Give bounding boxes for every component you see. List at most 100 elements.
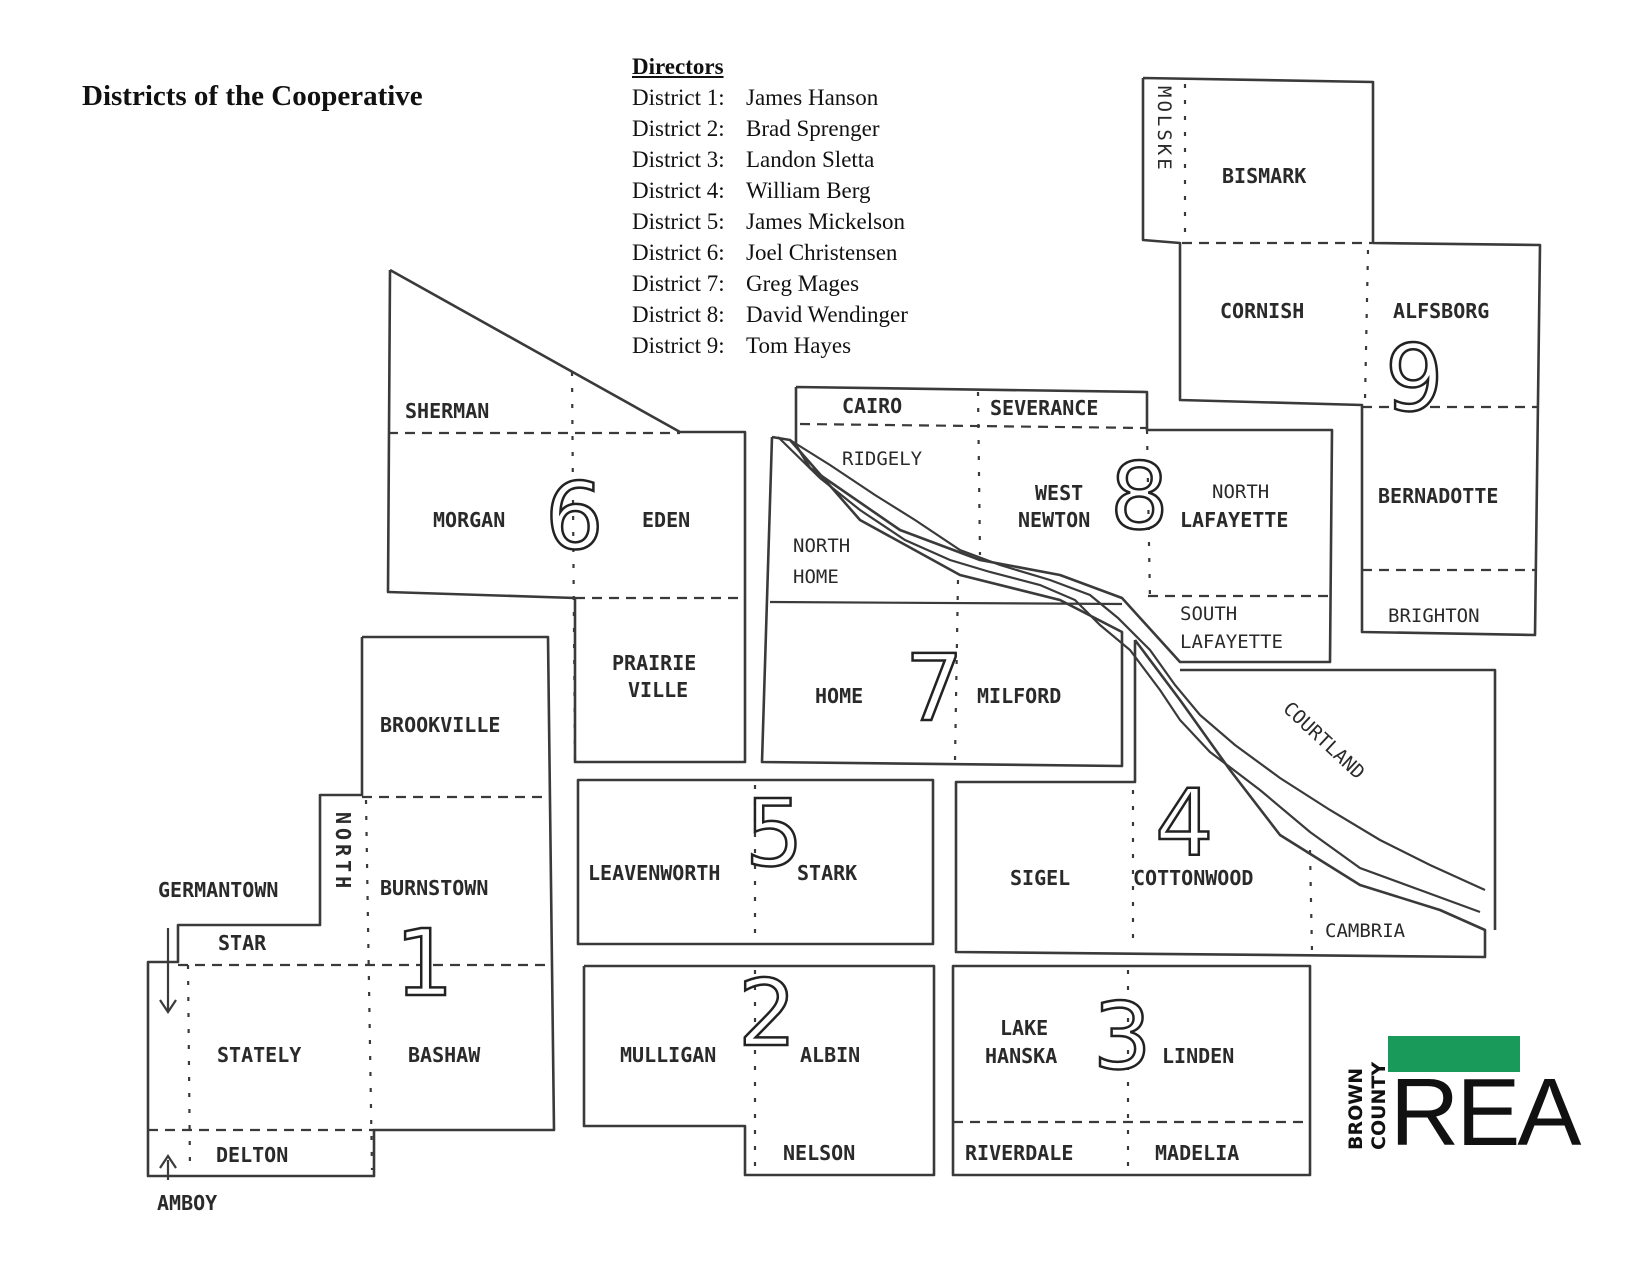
township-morgan: MORGAN bbox=[433, 508, 505, 532]
district-7-boundary bbox=[760, 435, 1124, 768]
township-south-lafayette: SOUTH bbox=[1180, 603, 1237, 625]
director-district: District 9: bbox=[632, 333, 725, 358]
river-north-bank bbox=[777, 436, 1481, 914]
district-2-region bbox=[582, 964, 936, 1177]
township-eden: EDEN bbox=[642, 508, 690, 532]
township-prairieville: PRAIRIE bbox=[612, 651, 696, 675]
district-2-boundary bbox=[582, 964, 936, 1177]
township-brookville: BROOKVILLE bbox=[380, 713, 500, 737]
township-leavenworth: LEAVENWORTH bbox=[588, 861, 720, 885]
director-name: Landon Sletta bbox=[746, 147, 875, 172]
township-amboy: AMBOY bbox=[157, 1191, 217, 1215]
township-linden: LINDEN bbox=[1162, 1044, 1234, 1068]
district-4-boundary bbox=[954, 639, 1487, 959]
director-row: District 4:William Berg bbox=[632, 175, 908, 206]
amboy-arrow bbox=[159, 1154, 177, 1169]
director-row: District 2: Brad Sprenger bbox=[632, 113, 908, 144]
township-line bbox=[1363, 249, 1370, 401]
director-name: Joel Christensen bbox=[746, 240, 898, 265]
director-district: District 4: bbox=[632, 178, 725, 203]
township-stark: STARK bbox=[797, 861, 857, 885]
township-north-home: NORTH bbox=[793, 535, 850, 557]
township-home: HOME bbox=[815, 684, 863, 708]
township-ridgely: RIDGELY bbox=[842, 448, 923, 470]
township-cairo: CAIRO bbox=[842, 394, 902, 418]
director-name: David Wendinger bbox=[746, 302, 908, 327]
township-north: NORTH bbox=[331, 812, 355, 892]
township-line bbox=[570, 371, 577, 761]
township-cambria: CAMBRIA bbox=[1325, 920, 1406, 942]
township-bashaw: BASHAW bbox=[408, 1043, 481, 1067]
district-3-number: 3 bbox=[1093, 983, 1152, 1090]
district-7-region bbox=[760, 435, 1124, 768]
township-stately: STATELY bbox=[217, 1043, 301, 1067]
township-milford: MILFORD bbox=[977, 684, 1061, 708]
township-delton: DELTON bbox=[216, 1143, 288, 1167]
director-district: District 1: bbox=[632, 85, 725, 110]
township-line bbox=[186, 964, 192, 1171]
director-district: District 5: bbox=[632, 209, 725, 234]
township-line bbox=[364, 799, 374, 1171]
logo-rea-text: REA bbox=[1390, 1059, 1581, 1166]
director-row: District 1: James Hanson bbox=[632, 82, 908, 113]
director-row: District 6: Joel Christensen bbox=[632, 237, 908, 268]
township-west-newton: WEST bbox=[1035, 481, 1083, 505]
director-district: District 3: bbox=[632, 147, 725, 172]
courtland-boundary bbox=[1180, 668, 1497, 930]
director-name: James Hanson bbox=[746, 85, 879, 110]
township-line bbox=[769, 600, 1123, 606]
brown-county-rea-logo: BROWN COUNTY REA bbox=[1345, 1036, 1584, 1166]
township-north-lafayette: NORTH bbox=[1212, 481, 1269, 503]
director-district: District 6: bbox=[632, 240, 725, 265]
director-row: District 3: Landon Sletta bbox=[632, 144, 908, 175]
township-mulligan: MULLIGAN bbox=[620, 1043, 716, 1067]
township-bismark: BISMARK bbox=[1222, 164, 1306, 188]
township-prairieville: VILLE bbox=[628, 678, 688, 702]
township-madelia: MADELIA bbox=[1155, 1141, 1239, 1165]
directors-list: Directors District 1:James Hanson Distri… bbox=[632, 52, 908, 361]
district-4-region bbox=[954, 639, 1497, 959]
logo-county-text: COUNTY bbox=[1368, 1062, 1390, 1150]
township-brighton: BRIGHTON bbox=[1388, 605, 1480, 627]
district-8-number: 8 bbox=[1110, 443, 1169, 550]
district-6-region bbox=[386, 268, 747, 764]
district-2-number: 2 bbox=[738, 960, 797, 1067]
township-alfsborg: ALFSBORG bbox=[1393, 299, 1489, 323]
district-5-boundary bbox=[576, 778, 935, 946]
director-district: District 2: bbox=[632, 116, 725, 141]
district-4-number: 4 bbox=[1155, 770, 1214, 877]
director-name: Tom Hayes bbox=[746, 333, 852, 358]
township-burnstown: BURNSTOWN bbox=[380, 876, 488, 900]
district-5-number: 5 bbox=[745, 780, 804, 887]
township-lake-hanska: LAKE bbox=[1000, 1016, 1048, 1040]
township-germantown: GERMANTOWN bbox=[158, 878, 278, 902]
director-district: District 7: bbox=[632, 271, 725, 296]
director-row: District 5: James Mickelson bbox=[632, 206, 908, 237]
township-riverdale: RIVERDALE bbox=[965, 1141, 1073, 1165]
township-line bbox=[799, 422, 1148, 430]
district-1-number: 1 bbox=[395, 910, 454, 1017]
township-severance: SEVERANCE bbox=[990, 396, 1098, 420]
page-title: Districts of the Cooperative bbox=[82, 80, 423, 112]
township-star: STAR bbox=[218, 931, 267, 955]
river-south-bank bbox=[789, 439, 1486, 892]
township-sigel: SIGEL bbox=[1010, 866, 1070, 890]
germantown-arrow bbox=[159, 999, 177, 1014]
township-line bbox=[1308, 849, 1314, 953]
district-5-region bbox=[576, 778, 935, 946]
director-name: Brad Sprenger bbox=[746, 116, 880, 141]
township-cornish: CORNISH bbox=[1220, 299, 1304, 323]
district-3-boundary bbox=[951, 964, 1312, 1177]
district-9-region bbox=[1141, 76, 1542, 637]
director-name: James Mickelson bbox=[746, 209, 906, 234]
logo-green-bar bbox=[1388, 1036, 1520, 1072]
district-9-number: 9 bbox=[1385, 325, 1444, 432]
township-south-lafayette: LAFAYETTE bbox=[1180, 631, 1283, 653]
township-albin: ALBIN bbox=[800, 1043, 860, 1067]
township-line bbox=[976, 391, 982, 556]
township-cottonwood: COTTONWOOD bbox=[1133, 866, 1253, 890]
director-district: District 8: bbox=[632, 302, 725, 327]
township-courtland: COURTLAND bbox=[1279, 698, 1369, 784]
district-7-number: 7 bbox=[905, 635, 964, 742]
